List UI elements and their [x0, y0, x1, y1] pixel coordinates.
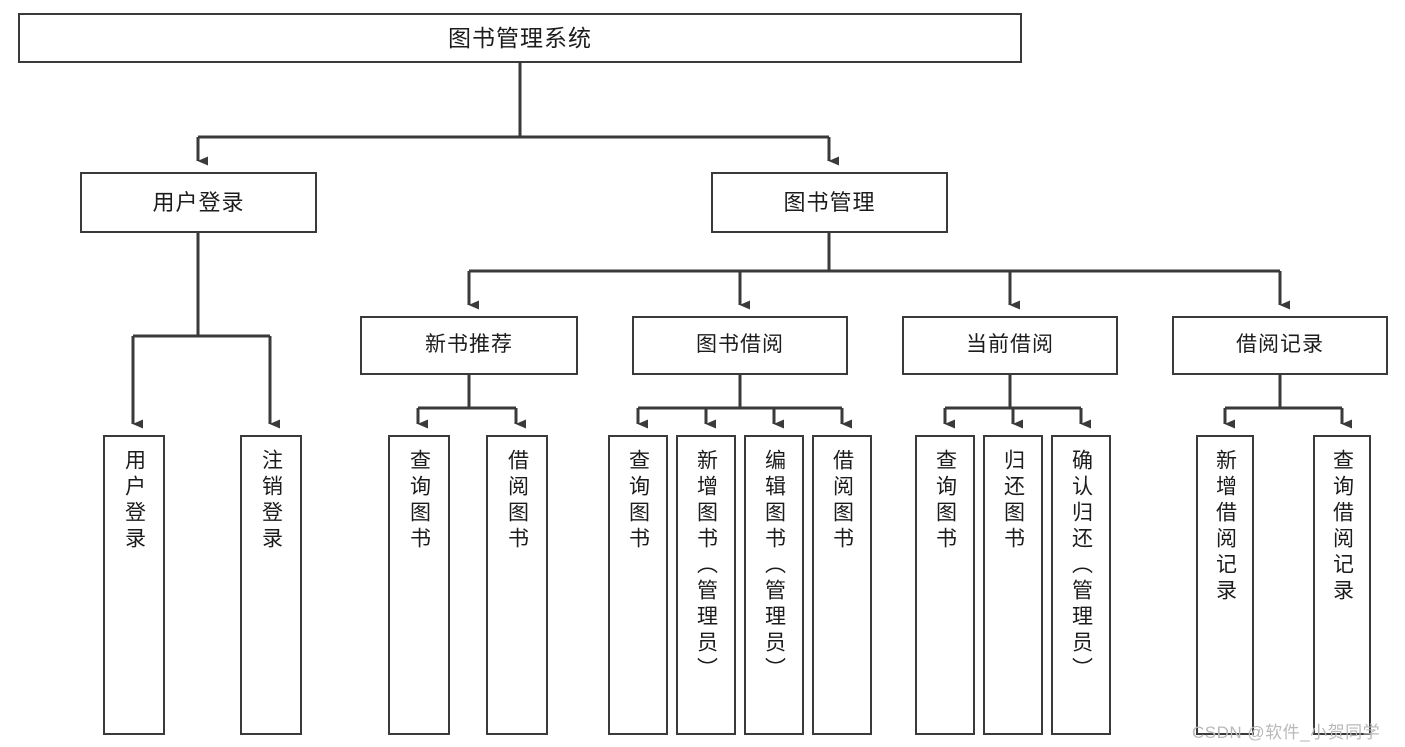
- node-label: 用户登录: [122, 449, 146, 553]
- node-label: 借阅图书: [830, 449, 854, 553]
- node-label: 图书借阅: [696, 333, 784, 357]
- node-lf-logout[interactable]: 注销登录: [240, 435, 302, 735]
- node-l2-borrow[interactable]: 图书借阅: [632, 316, 848, 375]
- node-label: 查询图书: [933, 449, 957, 553]
- node-lf-q1[interactable]: 查询图书: [388, 435, 450, 735]
- node-l2-newrec[interactable]: 新书推荐: [360, 316, 578, 375]
- node-label: 借阅记录: [1236, 333, 1324, 357]
- node-lf-b1[interactable]: 借阅图书: [486, 435, 548, 735]
- edge-group-container: [131, 63, 1352, 429]
- node-lf-add[interactable]: 新增图书（管理员）: [676, 435, 736, 735]
- node-l1-bookmg[interactable]: 图书管理: [711, 172, 948, 233]
- node-label: 注销登录: [259, 449, 283, 553]
- node-lf-qrec[interactable]: 查询借阅记录: [1313, 435, 1371, 735]
- node-lf-edit[interactable]: 编辑图书（管理员）: [744, 435, 804, 735]
- node-lf-conf[interactable]: 确认归还（管理员）: [1051, 435, 1111, 735]
- node-label: 新增图书（管理员）: [694, 449, 718, 683]
- node-label: 归还图书: [1001, 449, 1025, 553]
- node-label: 用户登录: [152, 189, 245, 215]
- node-root[interactable]: 图书管理系统: [18, 13, 1022, 63]
- node-label: 查询图书: [407, 449, 431, 553]
- node-lf-b2[interactable]: 借阅图书: [812, 435, 872, 735]
- node-label: 当前借阅: [966, 333, 1054, 357]
- node-label: 确认归还（管理员）: [1069, 449, 1093, 683]
- node-label: 查询图书: [626, 449, 650, 553]
- node-label: 图书管理系统: [448, 24, 592, 51]
- node-lf-login[interactable]: 用户登录: [103, 435, 165, 735]
- watermark-text: CSDN @软件_小贺同学: [1192, 723, 1381, 742]
- node-label: 借阅图书: [505, 449, 529, 553]
- node-lf-q2[interactable]: 查询图书: [608, 435, 668, 735]
- node-lf-addrec[interactable]: 新增借阅记录: [1196, 435, 1254, 735]
- node-l2-hist[interactable]: 借阅记录: [1172, 316, 1388, 375]
- node-l1-login[interactable]: 用户登录: [80, 172, 317, 233]
- node-label: 编辑图书（管理员）: [762, 449, 786, 683]
- node-l2-curr[interactable]: 当前借阅: [902, 316, 1118, 375]
- node-label: 新书推荐: [425, 333, 513, 357]
- node-label: 新增借阅记录: [1213, 449, 1237, 605]
- node-label: 查询借阅记录: [1330, 449, 1354, 605]
- node-label: 图书管理: [783, 189, 876, 215]
- node-lf-q3[interactable]: 查询图书: [915, 435, 975, 735]
- node-lf-ret[interactable]: 归还图书: [983, 435, 1043, 735]
